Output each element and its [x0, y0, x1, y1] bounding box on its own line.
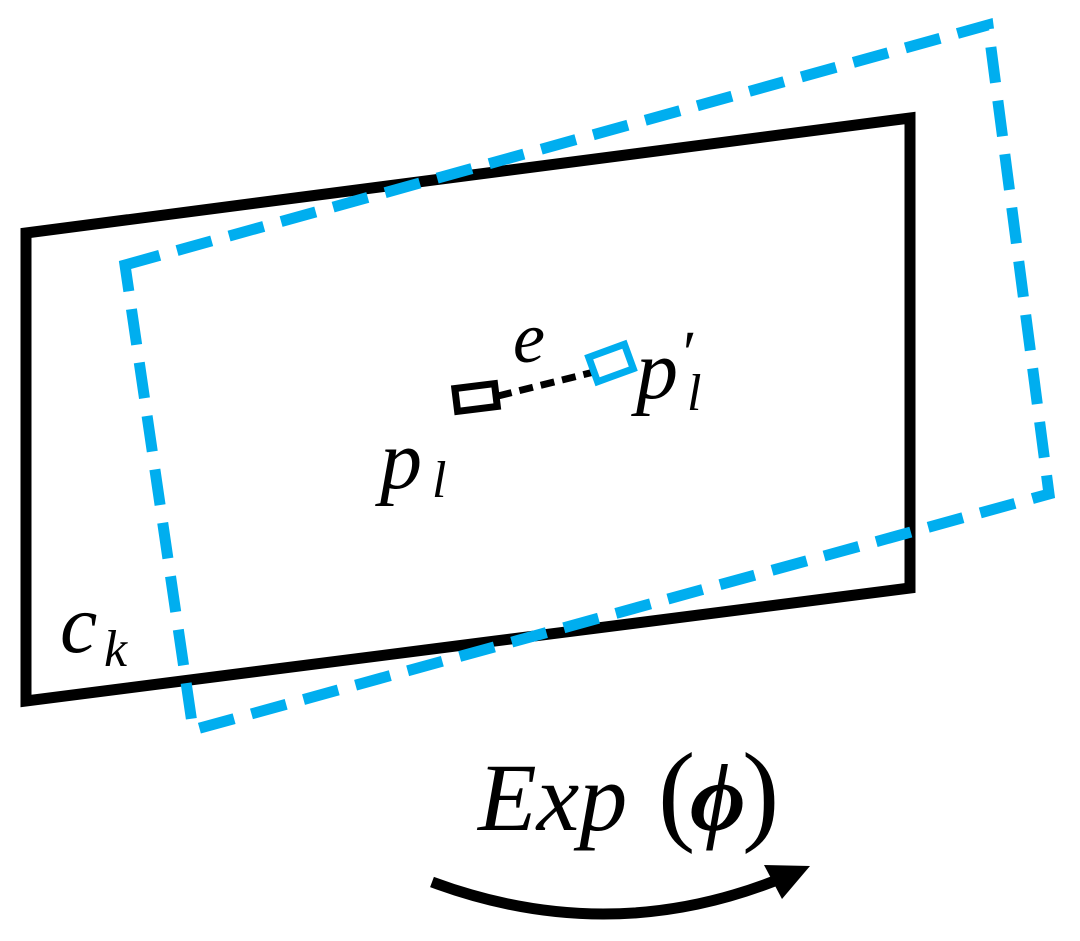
rotation-arrow-curve	[430, 872, 785, 920]
projected-point-marker	[584, 339, 638, 387]
error-label: e	[513, 298, 545, 378]
transform-open-paren: (	[658, 731, 695, 855]
projected-point-label: p	[631, 324, 678, 417]
transform-name: Exp	[476, 744, 627, 851]
original-frame	[20, 111, 916, 708]
transformed-frame	[118, 18, 1056, 737]
original-point-label: p	[375, 414, 422, 507]
frame-subscript: k	[104, 621, 128, 678]
error-segment	[497, 368, 595, 400]
transform-argument: ϕ	[690, 744, 746, 851]
projected-point-prime: ′	[683, 320, 697, 388]
projected-point-subscript: l	[687, 365, 701, 422]
frame-label: c	[60, 578, 97, 671]
original-point-marker	[450, 379, 502, 416]
transform-close-paren: )	[742, 731, 779, 855]
original-point-subscript: l	[432, 452, 446, 509]
rotation-arrow-head	[764, 865, 810, 899]
